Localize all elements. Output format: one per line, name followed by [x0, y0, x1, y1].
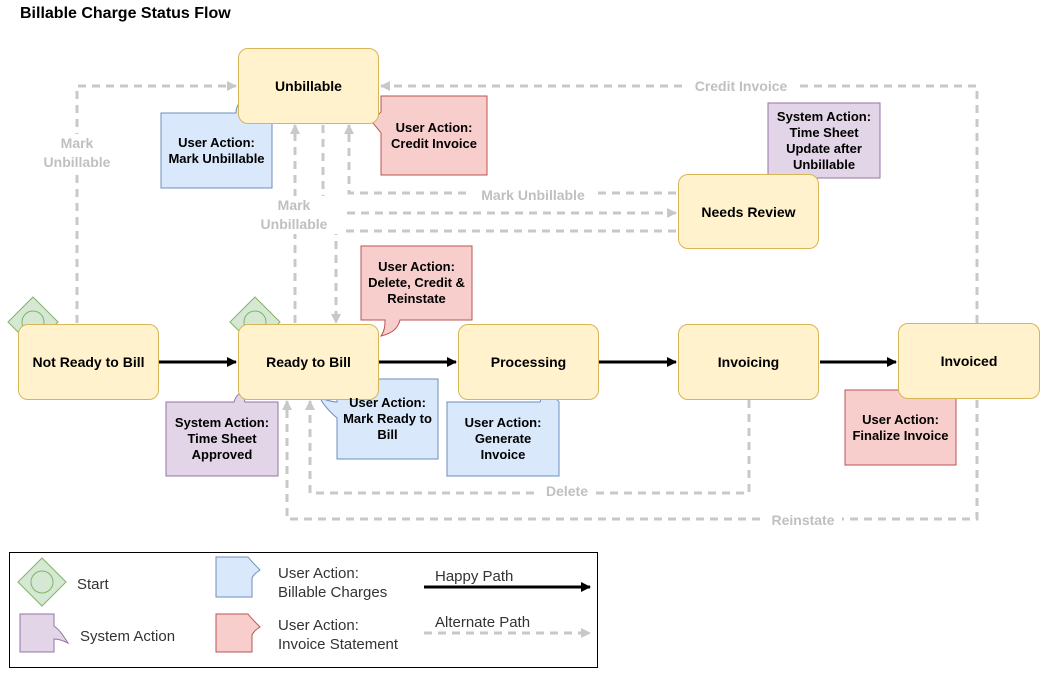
legend-billable-label: User Action: Billable Charges: [278, 565, 388, 601]
note-generate-invoice: User Action: Generate Invoice: [464, 415, 542, 462]
note-mark-unbillable: User Action: Mark Unbillable: [168, 134, 265, 166]
legend-billable-icon: [215, 556, 261, 598]
note-timesheet-update: System Action: Time Sheet Update after U…: [776, 108, 872, 172]
legend-system-action-icon: [19, 613, 70, 653]
legend-invoice-label: User Action: Invoice Statement: [278, 617, 399, 653]
legend-alt-path-label: Alternate Path: [435, 614, 531, 631]
label-reinstate: Reinstate: [764, 511, 842, 530]
label-delete: Delete: [539, 482, 595, 501]
path-invoicing-to-ready: [305, 400, 751, 495]
state-invoicing: Invoicing: [678, 324, 819, 400]
path-invoiced-to-unbillable: [380, 81, 979, 323]
legend-invoice-icon: [215, 613, 261, 653]
legend-start-icon: [17, 557, 67, 607]
note-delete-credit-shape: [360, 245, 473, 337]
state-needs-review: Needs Review: [678, 174, 819, 249]
state-unbillable: Unbillable: [238, 48, 379, 124]
label-mark-unbillable-mid: Mark Unbillable: [247, 196, 341, 234]
path-needsreview-to-unbillable: [344, 124, 676, 195]
state-not-ready: Not Ready to Bill: [18, 324, 159, 400]
state-processing: Processing: [458, 324, 599, 400]
note-finalize-invoice: User Action: Finalize Invoice: [852, 411, 949, 443]
label-credit-invoice: Credit Invoice: [685, 77, 797, 96]
state-ready: Ready to Bill: [238, 324, 379, 400]
path-notready-to-unbillable: [75, 81, 237, 323]
note-timesheet-approved: System Action: Time Sheet Approved: [174, 415, 270, 462]
diagram-title: Billable Charge Status Flow: [20, 5, 231, 22]
note-mark-ready: User Action: Mark Ready to Bill: [343, 395, 432, 442]
label-mark-unbillable-review: Mark Unbillable: [471, 186, 595, 205]
legend-box: [9, 552, 598, 668]
note-credit-invoice: User Action: Credit Invoice: [391, 119, 477, 151]
note-delete-credit-reinstate: User Action: Delete, Credit & Reinstate: [368, 259, 465, 306]
legend-happy-path-label: Happy Path: [435, 568, 514, 585]
label-mark-unbillable-left: Mark Unbillable: [30, 134, 124, 172]
path-invoiced-to-ready: [282, 400, 979, 521]
state-invoiced: Invoiced: [898, 323, 1040, 399]
legend-system-action-label: System Action: [80, 628, 176, 645]
legend-start-label: Start: [77, 576, 109, 593]
